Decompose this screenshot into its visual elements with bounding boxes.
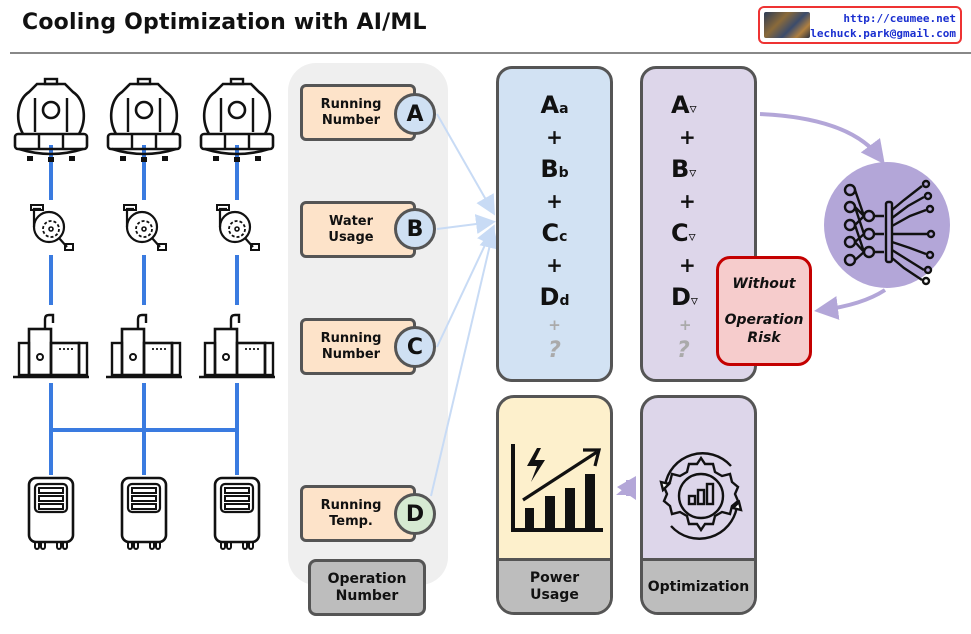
title-divider [10, 52, 971, 54]
brand-email[interactable]: lechuck.park@gmail.com [810, 27, 956, 40]
input-label: Running Temp. [320, 497, 382, 529]
unknown-term: ? [677, 338, 690, 363]
plus: + [679, 253, 696, 277]
plus-more: + [679, 316, 692, 334]
arrow-a-to-model [436, 113, 495, 216]
pipe [235, 145, 239, 200]
term-b: Bb [540, 155, 569, 183]
arrow-d-to-model [430, 228, 500, 497]
brand-avatar [764, 12, 810, 38]
term-a: A▿ [671, 91, 697, 119]
page-title: Cooling Optimization with AI/ML [22, 10, 427, 35]
constraint-line: Without [732, 276, 796, 292]
term-d: D▿ [671, 283, 698, 311]
input-label: Running Number [320, 96, 382, 128]
power-usage-caption: Power Usage [499, 558, 610, 612]
constraint-line: Risk [747, 330, 781, 346]
pipe [235, 255, 239, 305]
brand-url[interactable]: http://ceumee.net [843, 12, 956, 25]
plus: + [679, 125, 696, 149]
term-d: Dd [539, 283, 570, 311]
constraint-line: Operation [724, 312, 804, 328]
neural-network-icon [843, 179, 936, 286]
gear-cycle-chart-icon [659, 452, 743, 540]
input-running-number-c: Running Number [300, 318, 416, 375]
plus: + [546, 189, 563, 213]
model-formula-box: Aa + Bb + Cc + Dd + ? [496, 66, 613, 382]
badge-c: C [394, 326, 436, 368]
unknown-term: ? [548, 338, 561, 363]
operation-risk-constraint: Without Operation Risk [716, 256, 812, 366]
optimization-caption: Optimization [643, 558, 754, 612]
plus: + [679, 189, 696, 213]
input-label: Running Number [320, 330, 382, 362]
power-growth-chart-icon [511, 444, 603, 532]
arrow-b-to-model [436, 214, 496, 234]
badge-b: B [394, 208, 436, 250]
arrow-c-to-model [436, 224, 496, 348]
pipe [49, 145, 53, 200]
term-c: C▿ [671, 219, 696, 247]
arrow-to-ai [759, 112, 885, 165]
pipe-header [49, 428, 239, 432]
pipe [49, 255, 53, 305]
term-a: Aa [540, 91, 569, 119]
pipe [142, 145, 146, 200]
arrow-ai-to-constraint [814, 288, 887, 320]
term-c: Cc [541, 219, 568, 247]
badge-a: A [394, 93, 436, 135]
brand-badge: http://ceumee.net lechuck.park@gmail.com [758, 6, 962, 44]
badge-d: D [394, 493, 436, 535]
operation-number-caption: Operation Number [308, 559, 426, 616]
plus-more: + [548, 316, 561, 334]
term-b: B▿ [671, 155, 697, 183]
optimization-card: Optimization [640, 395, 757, 615]
plus: + [546, 253, 563, 277]
input-label: Water Usage [328, 213, 374, 245]
pipe [142, 255, 146, 305]
ai-model-node [824, 162, 950, 288]
power-usage-card: Power Usage [496, 395, 613, 615]
plus: + [546, 125, 563, 149]
arrow-shaft [626, 480, 636, 496]
